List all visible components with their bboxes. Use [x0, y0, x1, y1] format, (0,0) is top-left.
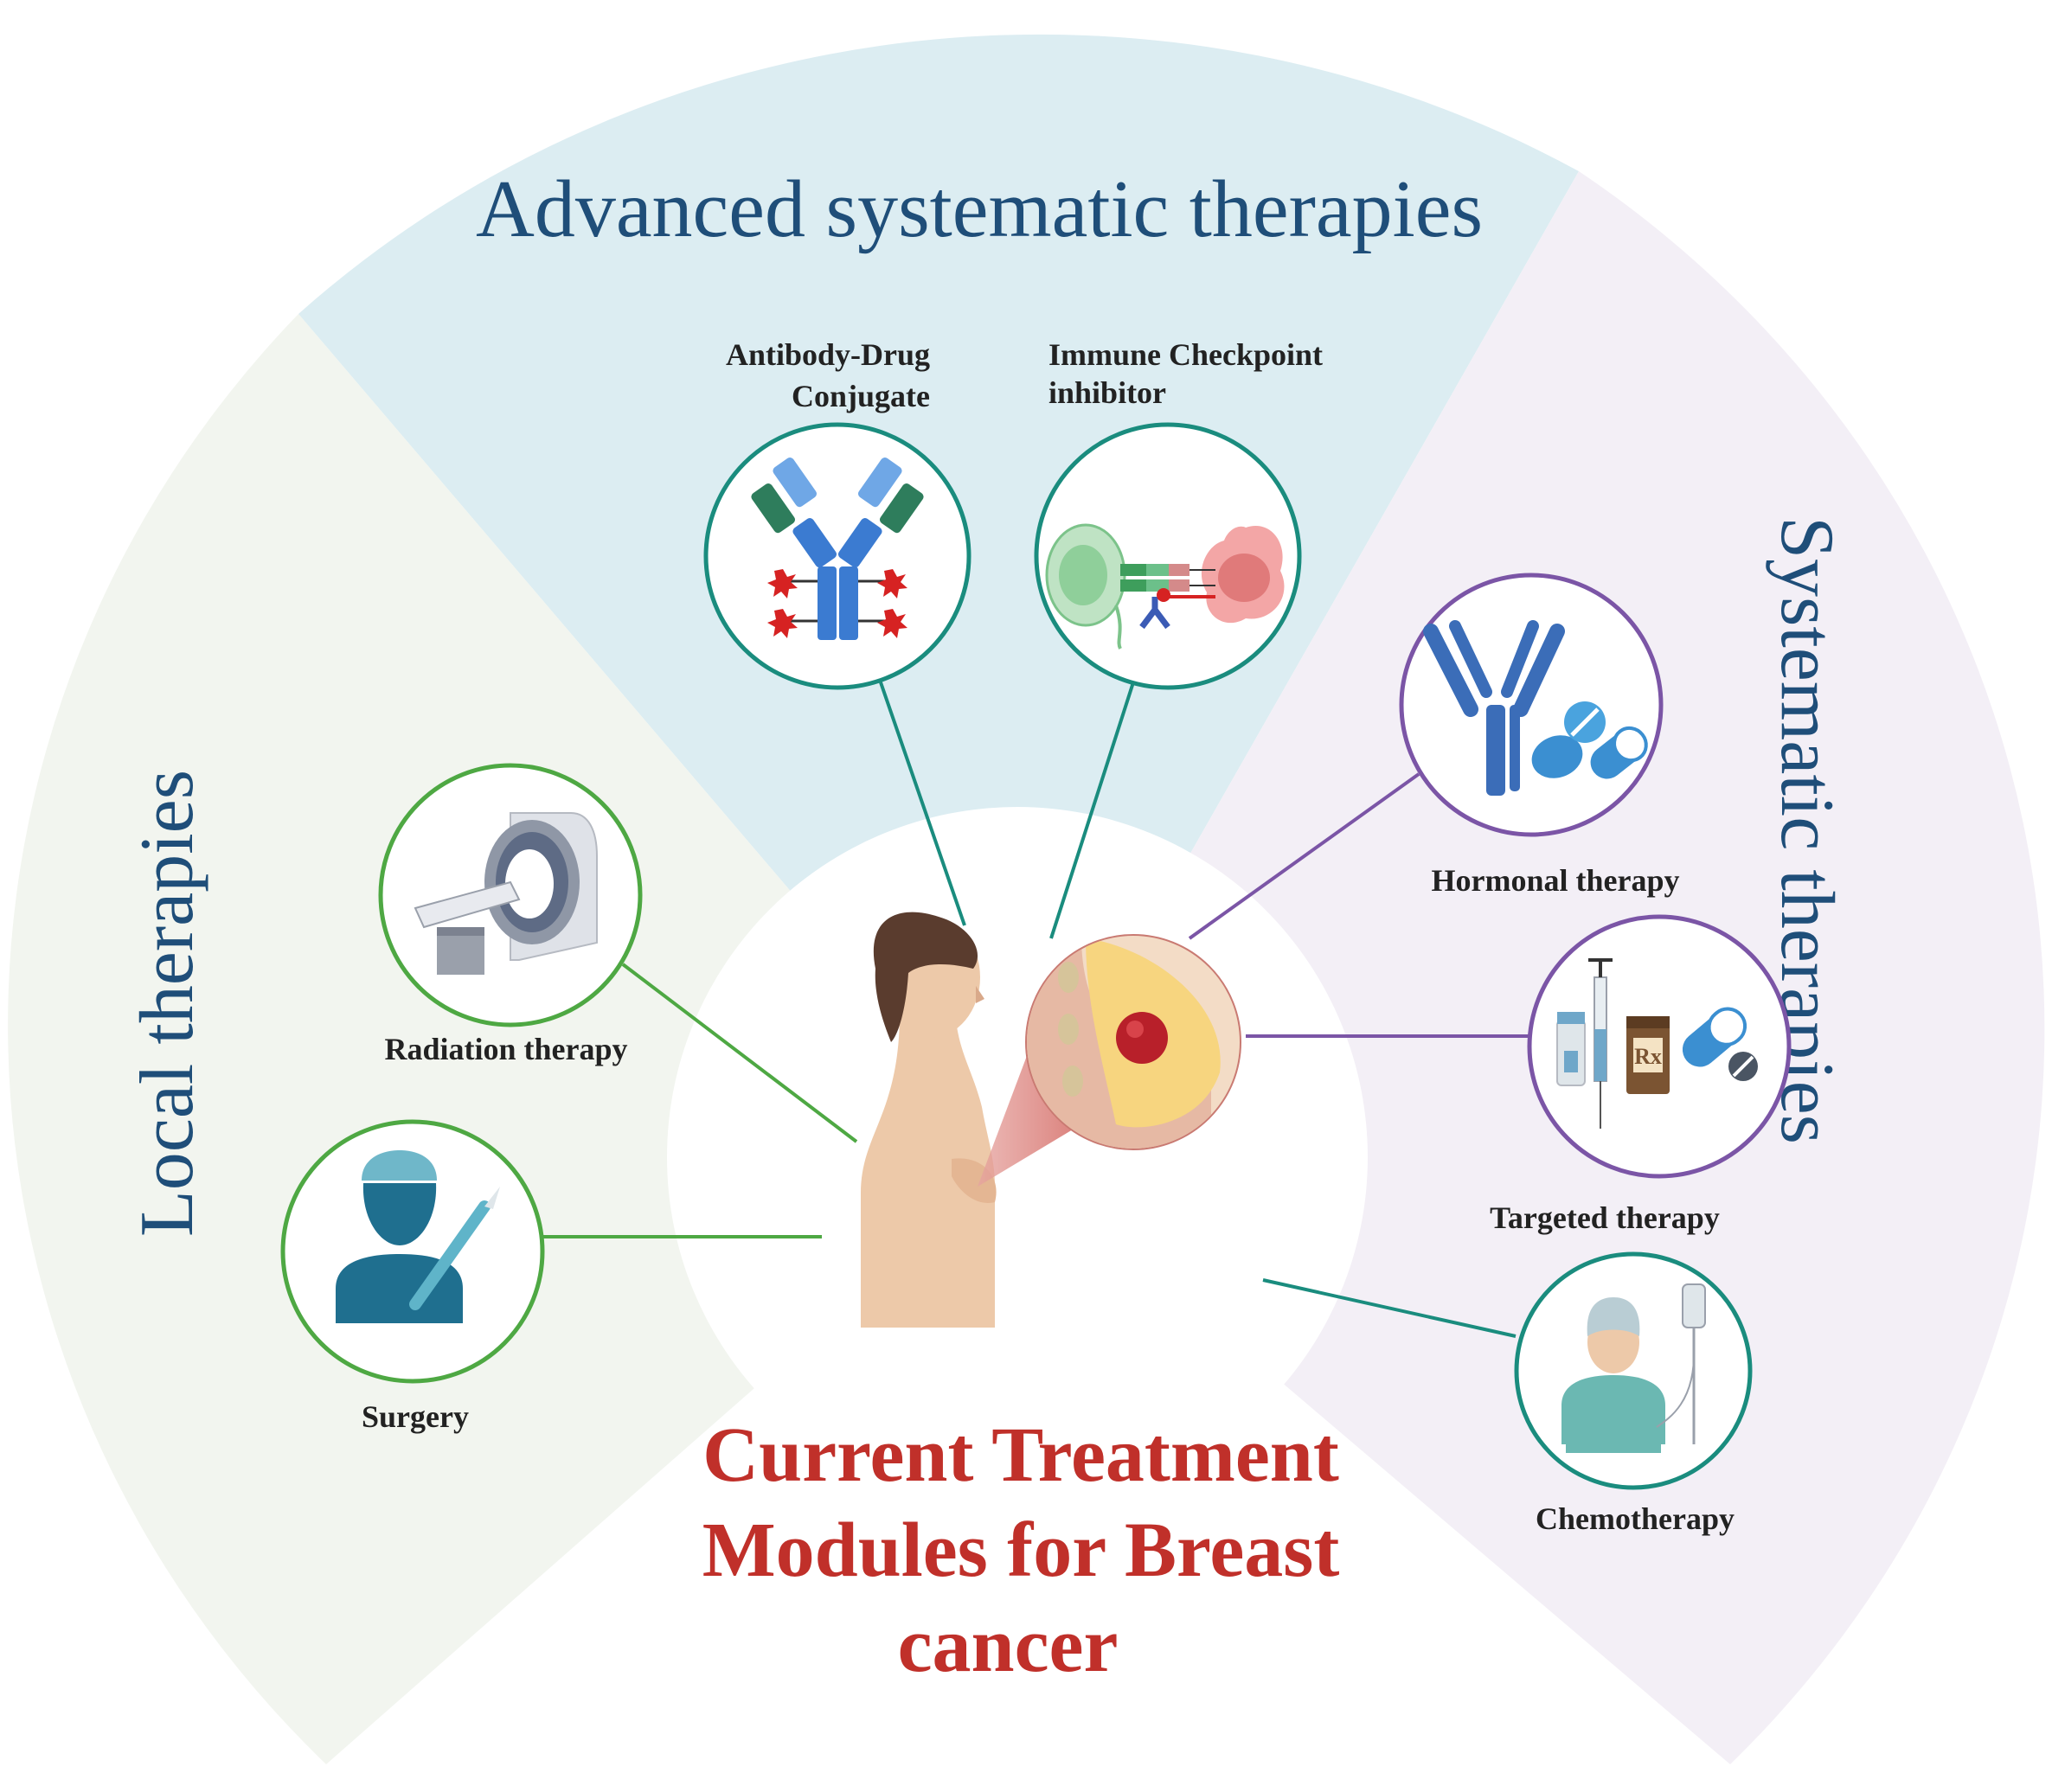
antibody-drug-conjugate-icon: [751, 457, 924, 640]
connector-hormonal: [1188, 772, 1420, 940]
chemo-label: Chemotherapy: [1536, 1501, 1735, 1536]
adc-label-line2: Conjugate: [792, 379, 930, 413]
sector-title-local: Local therapies: [125, 770, 209, 1237]
connector-adc: [879, 682, 966, 926]
immune-checkpoint-icon: [1045, 523, 1285, 650]
center-title-line1: Current Treatment: [702, 1412, 1339, 1498]
surgery-label: Surgery: [362, 1399, 469, 1434]
antibody-pills-icon: [1423, 620, 1648, 796]
ici-label-line1: Immune Checkpoint: [1048, 337, 1323, 372]
center-title-line2: Modules for Breast: [702, 1507, 1340, 1593]
connector-ici: [1049, 682, 1135, 939]
ici-node: Immune Checkpoint inhibitor: [1034, 337, 1323, 690]
adc-node: Antibody-Drug Conjugate: [703, 337, 971, 690]
mri-scanner-icon: [414, 812, 598, 975]
hormonal-node: Hormonal therapy: [1399, 573, 1680, 898]
hormonal-label: Hormonal therapy: [1432, 863, 1680, 898]
sector-local: [8, 314, 1017, 1764]
chemo-patient-icon: [1561, 1283, 1706, 1453]
woman-figure-icon: [861, 912, 997, 1328]
targeted-label: Targeted therapy: [1490, 1200, 1720, 1235]
connector-chemo: [1262, 1278, 1517, 1338]
center-title-line3: cancer: [898, 1603, 1119, 1688]
radiation-node: Radiation therapy: [378, 763, 643, 1066]
surgeon-icon: [336, 1150, 500, 1323]
surgery-node: Surgery: [280, 1119, 545, 1434]
chemo-node: Chemotherapy: [1514, 1251, 1753, 1536]
connector-radiation: [621, 963, 858, 1143]
ici-label-line2: inhibitor: [1048, 375, 1166, 410]
breast-tissue-icon: [1025, 934, 1241, 1150]
syringe-vial-icon: Rx: [1556, 958, 1758, 1129]
adc-label-line1: Antibody-Drug: [726, 337, 930, 372]
svg-text:Rx: Rx: [1634, 1044, 1662, 1069]
sector-title-advanced: Advanced systematic therapies: [476, 164, 1483, 254]
radiation-label: Radiation therapy: [384, 1032, 627, 1066]
targeted-node: Rx Targeted therapy: [1490, 914, 1792, 1235]
